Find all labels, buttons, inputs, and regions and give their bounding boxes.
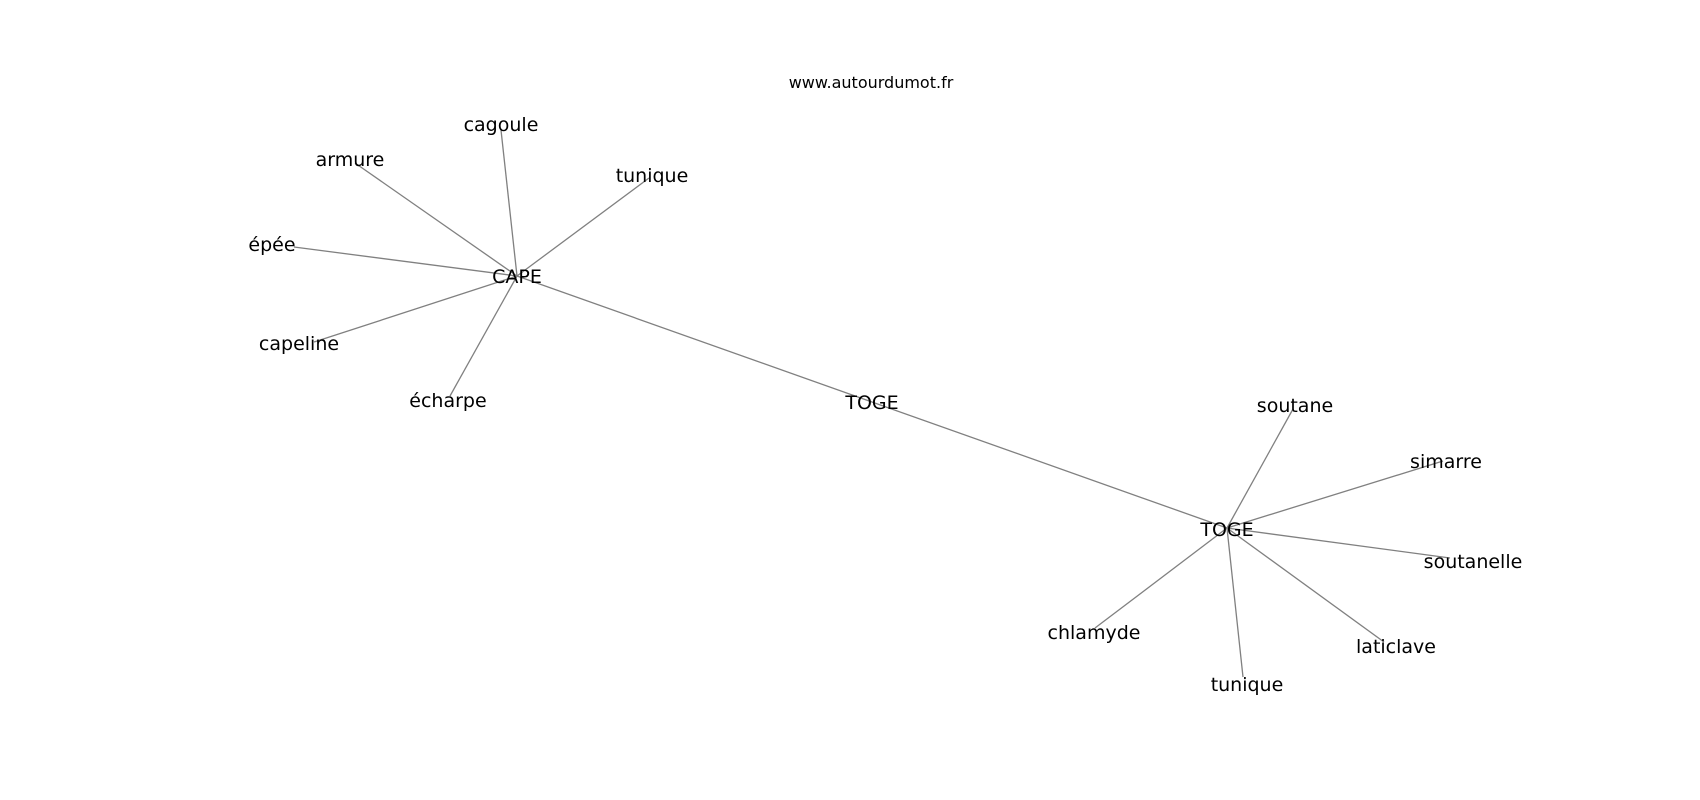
word-node: épée [248, 234, 295, 256]
edge-toge-soutanelle [1226, 527, 1451, 559]
word-node: armure [316, 149, 385, 171]
center-node: TOGE [844, 392, 898, 414]
edge-cape-echarpe [449, 275, 518, 397]
hub-node-toge: TOGE [1199, 519, 1253, 541]
site-label: www.autourdumot.fr [789, 73, 954, 92]
edge-cape-tunique [516, 177, 650, 277]
word-node: soutane [1257, 395, 1333, 417]
edge-cape-to-center [516, 275, 873, 403]
edge-toge-tunique [1226, 527, 1244, 678]
hub-node-cape: CAPE [492, 266, 542, 288]
edge-toge-soutane [1226, 408, 1294, 529]
word-node: capeline [259, 333, 339, 355]
node-labels: TOGE CAPE cagoule armure tunique épée ca… [248, 114, 1522, 696]
word-node: cagoule [464, 114, 539, 136]
word-node: tunique [616, 165, 689, 187]
word-node: tunique [1211, 674, 1284, 696]
edge-cape-armure [354, 162, 518, 277]
edges [293, 129, 1451, 678]
word-node: écharpe [409, 390, 486, 412]
edge-cape-cagoule [500, 129, 518, 277]
word-node: soutanelle [1424, 551, 1523, 573]
edge-cape-epee [293, 246, 518, 277]
edge-toge-simarre [1226, 460, 1444, 529]
edge-cape-capeline [313, 275, 518, 343]
edge-center-to-toge [871, 401, 1228, 529]
word-node: simarre [1410, 451, 1482, 473]
edge-toge-laticlave [1226, 527, 1385, 643]
word-node: laticlave [1356, 636, 1436, 658]
word-node: chlamyde [1048, 622, 1141, 644]
edge-toge-chlamyde [1094, 527, 1228, 629]
